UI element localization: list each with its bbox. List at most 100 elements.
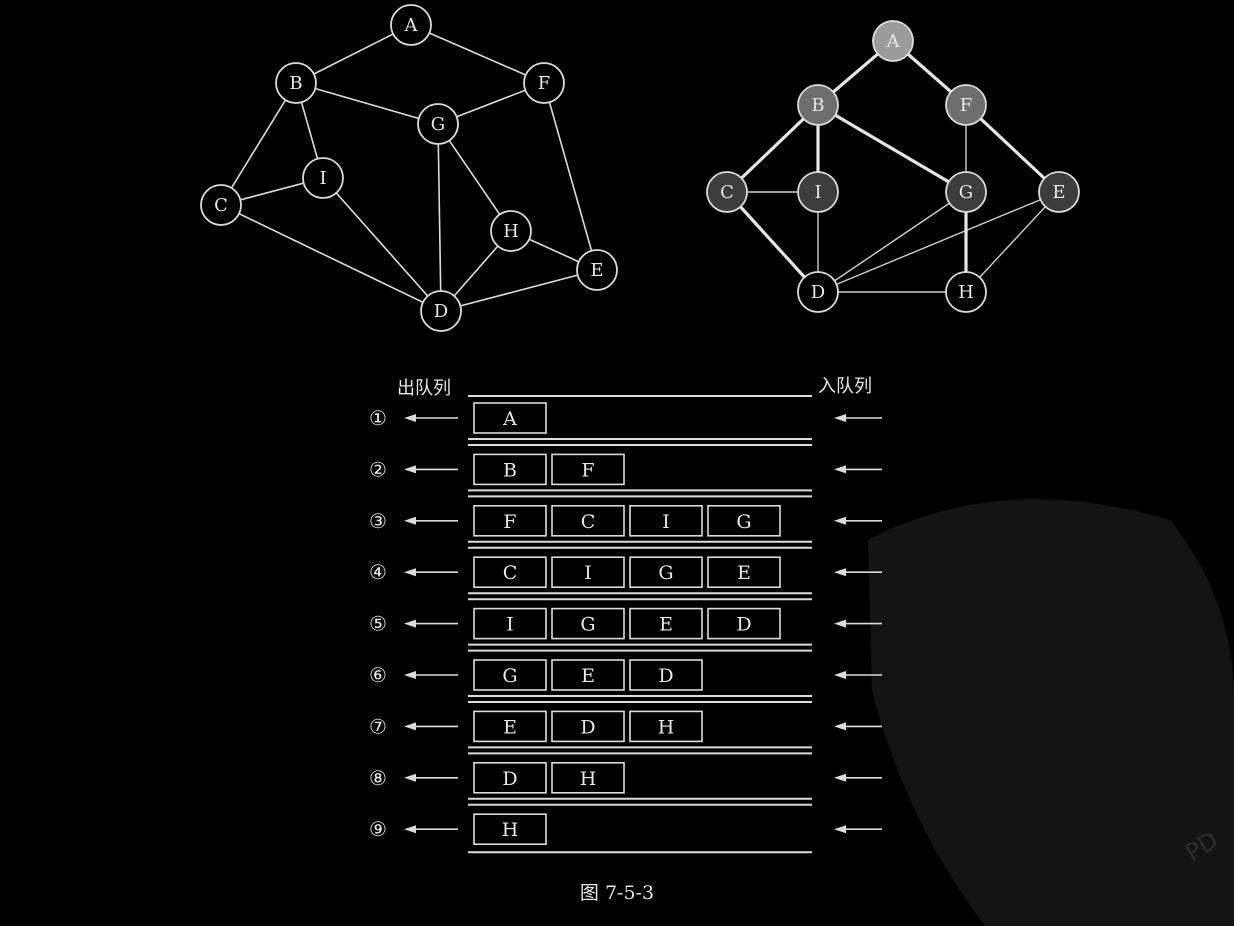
enqueue-arrowhead xyxy=(834,773,846,782)
step-marker: ⑦ xyxy=(369,714,387,738)
queue-cell xyxy=(473,607,547,640)
enqueue-arrowhead xyxy=(834,825,846,834)
edge-E-D xyxy=(817,191,1060,293)
queue-cell xyxy=(473,710,547,743)
tree-node-A xyxy=(872,20,914,62)
node-label-D: D xyxy=(434,301,448,322)
queue-cell xyxy=(629,504,703,537)
tree-node-G xyxy=(945,171,987,213)
queue-cell xyxy=(551,761,625,794)
edge-A-B xyxy=(295,24,412,84)
node-F xyxy=(523,62,565,104)
node-E xyxy=(576,249,618,291)
node-H xyxy=(490,210,532,252)
seal-shape xyxy=(868,499,1234,926)
queue-cell-label: F xyxy=(581,459,594,481)
tree-node-E xyxy=(1038,171,1080,213)
queue-cell-label: B xyxy=(503,459,517,481)
dequeue-arrowhead xyxy=(404,825,416,834)
dequeue-label: 出队列 xyxy=(397,378,451,399)
node-B xyxy=(275,62,317,104)
step-marker: ⑧ xyxy=(369,766,387,790)
tree-node-D xyxy=(797,271,839,313)
node-G xyxy=(417,103,459,145)
enqueue-arrowhead xyxy=(834,722,846,731)
dequeue-arrowhead xyxy=(404,773,416,782)
dequeue-arrowhead xyxy=(404,516,416,525)
queue-cell-label: I xyxy=(662,511,670,533)
edge-D-E xyxy=(440,269,598,312)
tree-node-label-C: C xyxy=(720,182,734,203)
tree-edge-C-D xyxy=(725,190,820,294)
edge-B-C xyxy=(220,82,297,206)
edge-G-H xyxy=(437,123,512,232)
queue-cell-label: I xyxy=(506,614,514,636)
queue-cell-label: G xyxy=(658,562,673,584)
queue-cell xyxy=(629,607,703,640)
queue-cell-label: E xyxy=(659,614,673,636)
queue-cell-label: I xyxy=(584,562,592,584)
queue-cell xyxy=(551,659,625,691)
queue-cell xyxy=(551,504,625,537)
node-label-A: A xyxy=(404,15,419,36)
dequeue-arrowhead xyxy=(404,568,416,577)
enqueue-arrowhead xyxy=(834,414,846,422)
edge-F-E xyxy=(543,82,598,271)
queue-cell-label: D xyxy=(736,614,751,636)
tree-node-label-H: H xyxy=(958,282,974,303)
queue-cell xyxy=(473,813,547,846)
edge-C-D xyxy=(220,204,442,312)
node-label-B: B xyxy=(289,73,302,94)
step-marker: ④ xyxy=(369,560,387,584)
queue-cell-label: H xyxy=(502,819,519,841)
queue-cell-label: E xyxy=(737,562,751,584)
seal-watermark: PD xyxy=(868,499,1234,926)
queue-cell xyxy=(707,504,781,537)
tree-node-label-G: G xyxy=(959,182,973,203)
step-marker: ⑤ xyxy=(369,612,387,636)
queue-cell-label: G xyxy=(580,614,595,636)
step-marker: ⑨ xyxy=(369,817,387,841)
queue-cell-label: D xyxy=(502,768,517,790)
tree-node-label-D: D xyxy=(811,282,825,303)
queue-cell-label: D xyxy=(580,716,595,738)
tree-node-label-E: E xyxy=(1052,182,1065,203)
queue-cell xyxy=(551,607,625,640)
step-marker: ② xyxy=(369,457,387,481)
edge-B-G xyxy=(295,82,439,125)
tree-edge-B-C xyxy=(725,103,820,194)
queue-cell xyxy=(473,402,547,434)
queue-cell-label: G xyxy=(502,665,517,687)
queue-cell xyxy=(707,556,781,589)
dequeue-arrowhead xyxy=(404,671,416,679)
queue-cell xyxy=(629,659,703,691)
queue-cell xyxy=(473,556,547,589)
tree-node-B xyxy=(797,84,839,126)
dequeue-arrowhead xyxy=(404,722,416,731)
tree-node-C xyxy=(706,171,748,213)
queue-cell xyxy=(551,556,625,589)
enqueue-arrowhead xyxy=(834,568,846,577)
tree-node-label-F: F xyxy=(960,95,973,116)
tree-node-I xyxy=(797,171,839,213)
enqueue-arrowhead xyxy=(834,619,846,628)
queue-cell-label: E xyxy=(581,665,595,687)
figure-caption: 图 7-5-3 xyxy=(579,882,655,904)
queue-cell xyxy=(629,556,703,589)
node-label-E: E xyxy=(590,260,603,281)
queue-cell-label: C xyxy=(503,562,518,584)
tree-node-label-I: I xyxy=(814,182,821,203)
enqueue-arrowhead xyxy=(834,465,846,474)
tree-node-label-A: A xyxy=(886,31,901,52)
queue-cell xyxy=(707,607,781,640)
node-label-C: C xyxy=(214,195,228,216)
edge-G-D xyxy=(817,191,967,293)
queue-cell-label: F xyxy=(503,511,516,533)
enqueue-arrowhead xyxy=(834,671,846,679)
queue-cell-label: C xyxy=(581,511,596,533)
node-label-I: I xyxy=(319,168,326,189)
tree-node-F xyxy=(945,84,987,126)
